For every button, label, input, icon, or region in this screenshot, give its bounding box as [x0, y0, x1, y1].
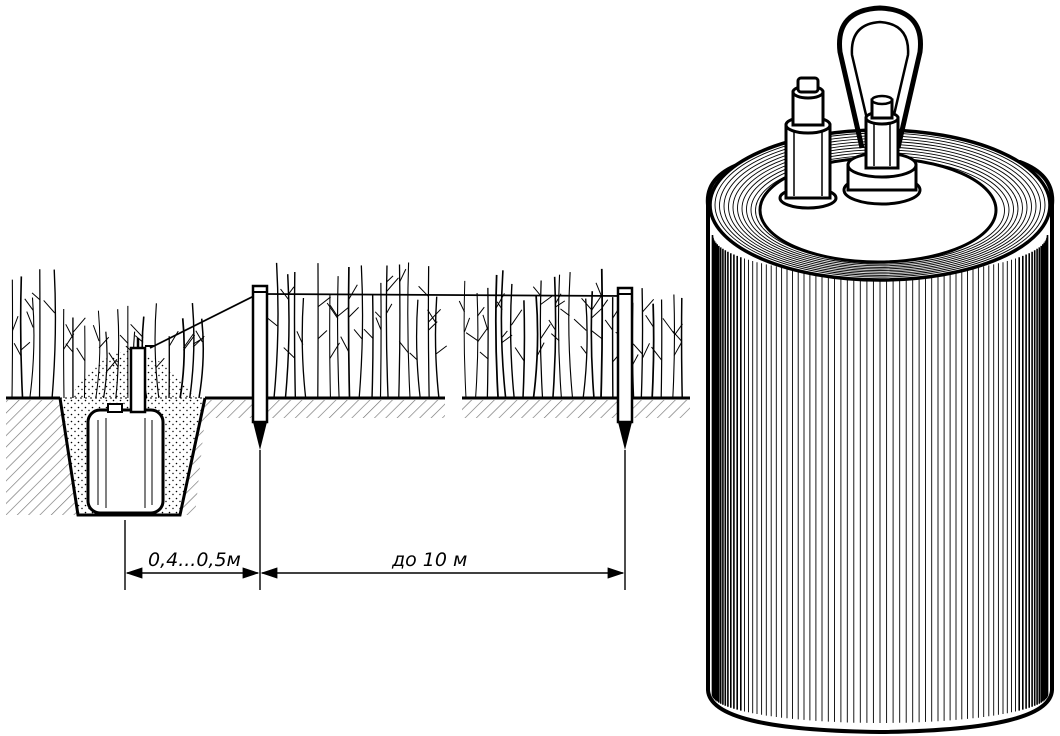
- stake-near: [251, 284, 269, 450]
- fuse-socket: [778, 76, 838, 210]
- stake-far: [616, 286, 634, 450]
- stake-to-stake-distance-label: до 10 м: [391, 549, 467, 571]
- dimension-lines: [124, 450, 626, 590]
- buried-mine: [86, 338, 165, 515]
- tripwire: [149, 293, 626, 349]
- grass-bushes: [11, 262, 683, 399]
- pit-to-stake-distance-label: 0,4...0,5м: [148, 549, 241, 571]
- installation-scene: 0,4...0,5м до 10 м: [6, 262, 690, 590]
- mine-closeup: [705, 5, 1055, 735]
- body-shading: [711, 235, 1049, 723]
- detonator-socket: [842, 94, 922, 206]
- lifting-ring: [837, 5, 923, 149]
